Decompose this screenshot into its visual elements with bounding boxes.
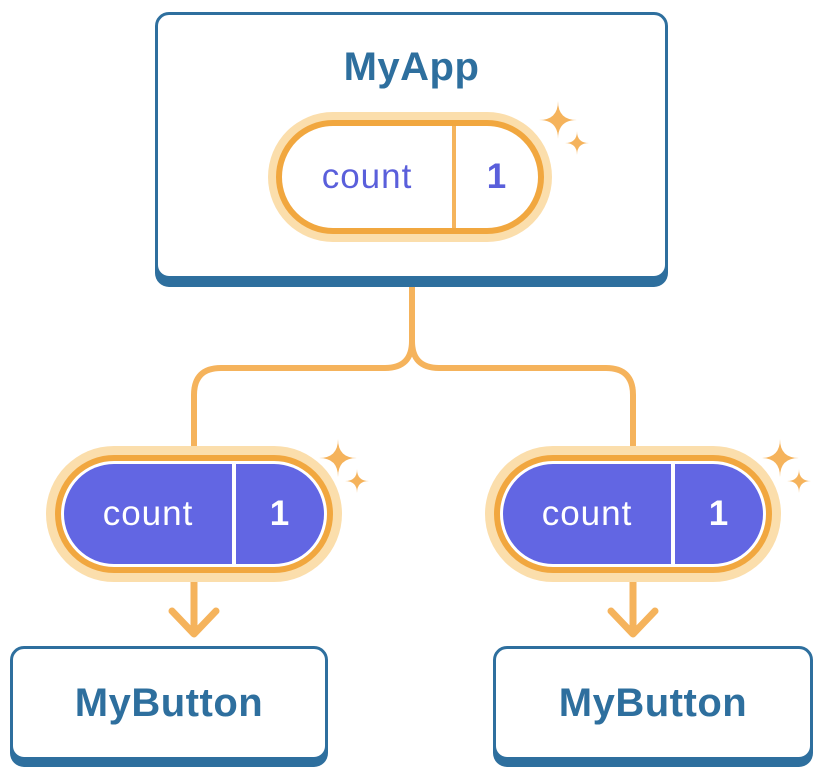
sparkle-icon <box>761 439 811 493</box>
pill-divider <box>452 126 456 228</box>
state-name-section: count <box>282 126 452 228</box>
state-pill: count 1 <box>268 112 552 242</box>
prop-pill-ring: count 1 <box>55 455 333 573</box>
prop-value: 1 <box>708 494 730 533</box>
prop-pill-left: count 1 <box>46 446 342 582</box>
tree-connector <box>191 284 636 452</box>
state-value: 1 <box>486 157 508 196</box>
component-card-mybutton-left: MyButton <box>10 646 328 760</box>
prop-pill-body: count 1 <box>503 464 763 564</box>
component-title: MyButton <box>558 680 748 725</box>
component-title: MyApp <box>343 45 480 89</box>
prop-pill-body: count 1 <box>64 464 324 564</box>
connector-branch-left <box>191 340 415 452</box>
prop-pill-ring: count 1 <box>494 455 772 573</box>
component-card-mybutton-right: MyButton <box>493 646 813 760</box>
state-value-section: 1 <box>456 126 538 228</box>
sparkle-icon <box>319 439 369 493</box>
pill-divider <box>671 464 675 564</box>
state-pill-body: count 1 <box>276 120 544 234</box>
prop-value-section: 1 <box>236 464 324 564</box>
arrow-left-head <box>168 607 220 638</box>
prop-name-section: count <box>503 464 671 564</box>
arrow-right-head <box>607 607 659 638</box>
pill-divider <box>232 464 236 564</box>
prop-name-section: count <box>64 464 232 564</box>
component-title: MyButton <box>74 680 264 725</box>
prop-value: 1 <box>269 494 291 533</box>
prop-pill-right: count 1 <box>485 446 781 582</box>
connector-branch-right <box>409 340 636 452</box>
prop-name: count <box>541 494 633 533</box>
state-name: count <box>321 157 413 196</box>
prop-name: count <box>102 494 194 533</box>
prop-value-section: 1 <box>675 464 763 564</box>
sparkle-icon <box>539 101 589 155</box>
